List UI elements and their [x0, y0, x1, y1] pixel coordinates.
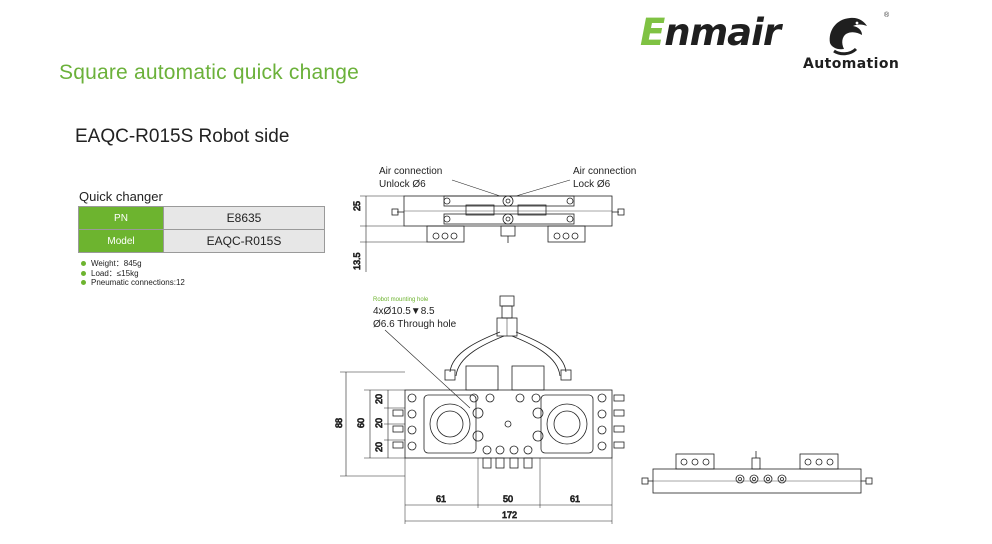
registered-mark: ®	[884, 12, 890, 19]
spec-value-model: EAQC-R015S	[163, 229, 325, 253]
spec-key-pn: PN	[78, 206, 164, 230]
dim-width-total: 172	[502, 510, 517, 520]
bullet-load: Load：≤15kg	[91, 268, 139, 278]
table-row: PN E8635	[78, 206, 325, 230]
brand-tagline: Automation	[803, 56, 900, 72]
mount-hole-title: Robot mounting hole	[373, 297, 429, 303]
bullet-dot-icon	[81, 270, 86, 276]
dim-front-pitch-2: 20	[374, 418, 384, 428]
air-unlock-line2: Unlock Ø6	[379, 179, 426, 190]
spec-bullets: Weight：845g Load：≤15kg Pneumatic connect…	[80, 259, 185, 288]
spec-table: PN E8635 Model EAQC-R015S	[78, 206, 325, 253]
dim-front-pitch-3: 20	[374, 442, 384, 452]
bullet-dot-icon	[81, 261, 86, 266]
side-view-top	[360, 179, 625, 272]
air-lock-label: Air connection Lock Ø6	[573, 165, 636, 191]
air-lock-line1: Air connection	[573, 166, 637, 177]
mount-hole-line2: Ø6.6 Through hole	[373, 319, 457, 330]
dim-side-height: 25	[352, 201, 362, 211]
spec-value-pn: E8635	[163, 206, 325, 230]
side-view-right	[641, 451, 873, 494]
list-item: Weight：845g	[80, 259, 185, 269]
front-view	[340, 295, 625, 524]
spec-key-model: Model	[78, 229, 164, 253]
dim-front-pitch-1: 20	[374, 394, 384, 404]
brand-logo: Enmair	[640, 11, 781, 54]
dim-front-total-height: 88	[334, 418, 344, 428]
air-lock-line2: Lock Ø6	[573, 179, 611, 190]
bullet-weight: Weight：845g	[91, 259, 142, 268]
page-title: Square automatic quick change	[59, 61, 359, 84]
dim-width-left: 61	[436, 494, 446, 504]
dim-width-right: 61	[570, 494, 580, 504]
bullet-dot-icon	[81, 280, 86, 285]
mount-hole-label: 4xØ10.5▼8.5 Ø6.6 Through hole	[373, 305, 456, 331]
table-row: Model EAQC-R015S	[78, 229, 325, 253]
dim-front-inner-height: 60	[356, 418, 366, 428]
list-item: Load：≤15kg	[80, 269, 185, 279]
dolphin-logo-icon	[829, 17, 867, 56]
list-item: Pneumatic connections:12	[80, 278, 185, 288]
mount-hole-line1: 4xØ10.5▼8.5	[373, 306, 435, 317]
bullet-pneumatic: Pneumatic connections:12	[91, 278, 185, 287]
spec-heading: Quick changer	[79, 189, 163, 204]
air-unlock-line1: Air connection	[379, 166, 443, 177]
dim-side-base: 13.5	[352, 252, 362, 270]
dim-width-mid: 50	[503, 494, 513, 504]
page-subtitle: EAQC-R015S Robot side	[75, 126, 290, 147]
air-unlock-label: Air connection Unlock Ø6	[379, 165, 442, 191]
